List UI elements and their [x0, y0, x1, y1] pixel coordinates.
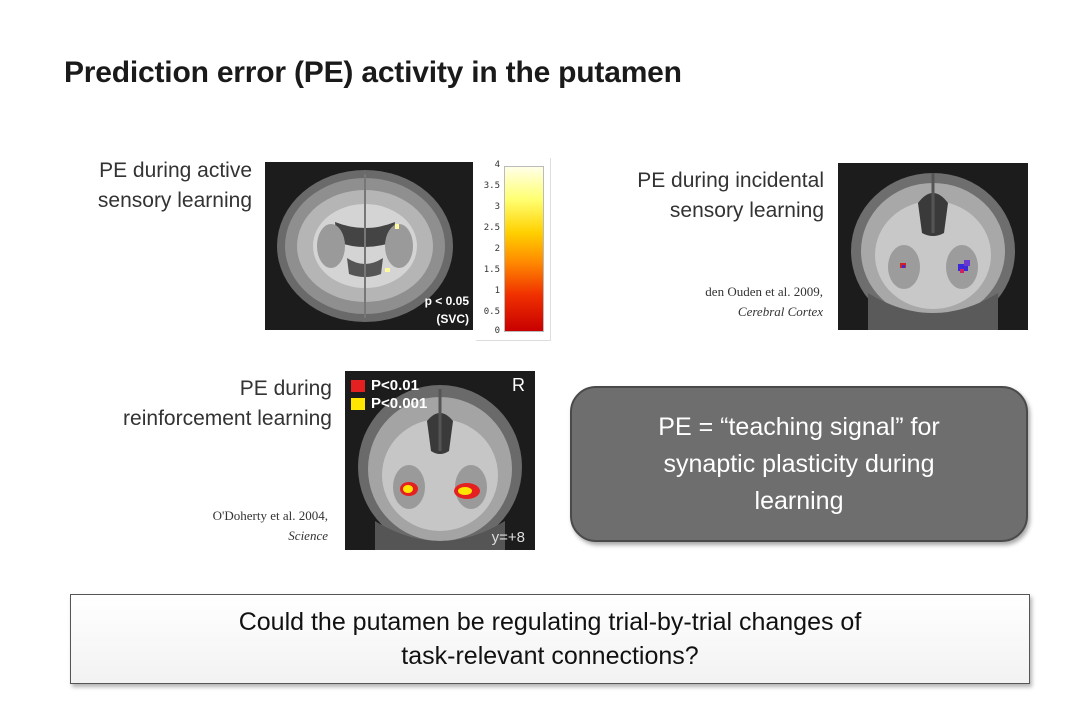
legend-item: P<0.001 — [351, 395, 427, 412]
slice-coordinate: y=+8 — [491, 529, 525, 546]
odoherty-citation: O'Doherty et al. 2004, Science — [213, 506, 328, 546]
axial-brain-image: p < 0.05 (SVC) — [265, 162, 473, 330]
callout-line1: PE = “teaching signal” for — [658, 412, 940, 441]
colorbar-tick: 3 — [494, 202, 500, 212]
colorbar: 4 3.5 3 2.5 2 1.5 1 0.5 0 — [476, 158, 551, 341]
orientation-marker: R — [512, 375, 525, 395]
colorbar-tick: 4 — [494, 160, 500, 170]
colorbar-tick: 1 — [494, 286, 500, 296]
callout-line2: synaptic plasticity during — [663, 449, 935, 478]
colorbar-tick: 2.5 — [483, 223, 500, 233]
incidental-learning-label: PE during incidental sensory learning — [637, 166, 824, 226]
coronal-brain-image-reinforcement: P<0.01 P<0.001 R y=+8 — [345, 371, 535, 550]
incidental-label-line1: PE during incidental — [637, 169, 824, 192]
legend-swatch-red — [351, 379, 365, 392]
reinforcement-learning-label: PE during reinforcement learning — [123, 374, 332, 434]
colorbar-gradient — [504, 166, 544, 332]
reinforcement-label-line1: PE during — [239, 377, 332, 400]
incidental-label-line2: sensory learning — [669, 199, 824, 222]
legend-text: P<0.01 — [371, 377, 419, 394]
colorbar-tick: 0 — [494, 326, 500, 336]
legend-swatch-yellow — [351, 397, 365, 410]
colorbar-tick: 3.5 — [483, 181, 500, 191]
p-value-line2: (SVC) — [436, 312, 469, 326]
callout-line3: learning — [754, 486, 844, 515]
colorbar-tick: 2 — [494, 244, 500, 254]
legend-item: P<0.01 — [351, 377, 419, 394]
question-line1: Could the putamen be regulating trial-by… — [238, 608, 862, 636]
active-label-line2: sensory learning — [97, 189, 252, 212]
teaching-signal-callout: PE = “teaching signal” for synaptic plas… — [570, 386, 1028, 542]
den-ouden-authors: den Ouden et al. 2009, — [705, 284, 823, 299]
p-value-annotation: p < 0.05 (SVC) — [425, 292, 469, 328]
active-learning-label: PE during active sensory learning — [98, 156, 252, 216]
coronal-brain-image-incidental — [838, 163, 1028, 330]
reinforcement-label-line2: reinforcement learning — [123, 407, 332, 430]
den-ouden-journal: Cerebral Cortex — [737, 304, 823, 319]
question-line2: task-relevant connections? — [401, 642, 699, 670]
colorbar-tick: 0.5 — [483, 307, 500, 317]
research-question-box: Could the putamen be regulating trial-by… — [70, 594, 1030, 684]
den-ouden-citation: den Ouden et al. 2009, Cerebral Cortex — [705, 282, 823, 322]
slide-title: Prediction error (PE) activity in the pu… — [64, 56, 682, 89]
odoherty-authors: O'Doherty et al. 2004, — [212, 508, 328, 523]
colorbar-tick: 1.5 — [483, 265, 500, 275]
legend-text: P<0.001 — [371, 395, 428, 412]
active-label-line1: PE during active — [99, 159, 252, 182]
odoherty-journal: Science — [288, 528, 328, 543]
p-value-line1: p < 0.05 — [424, 294, 469, 308]
